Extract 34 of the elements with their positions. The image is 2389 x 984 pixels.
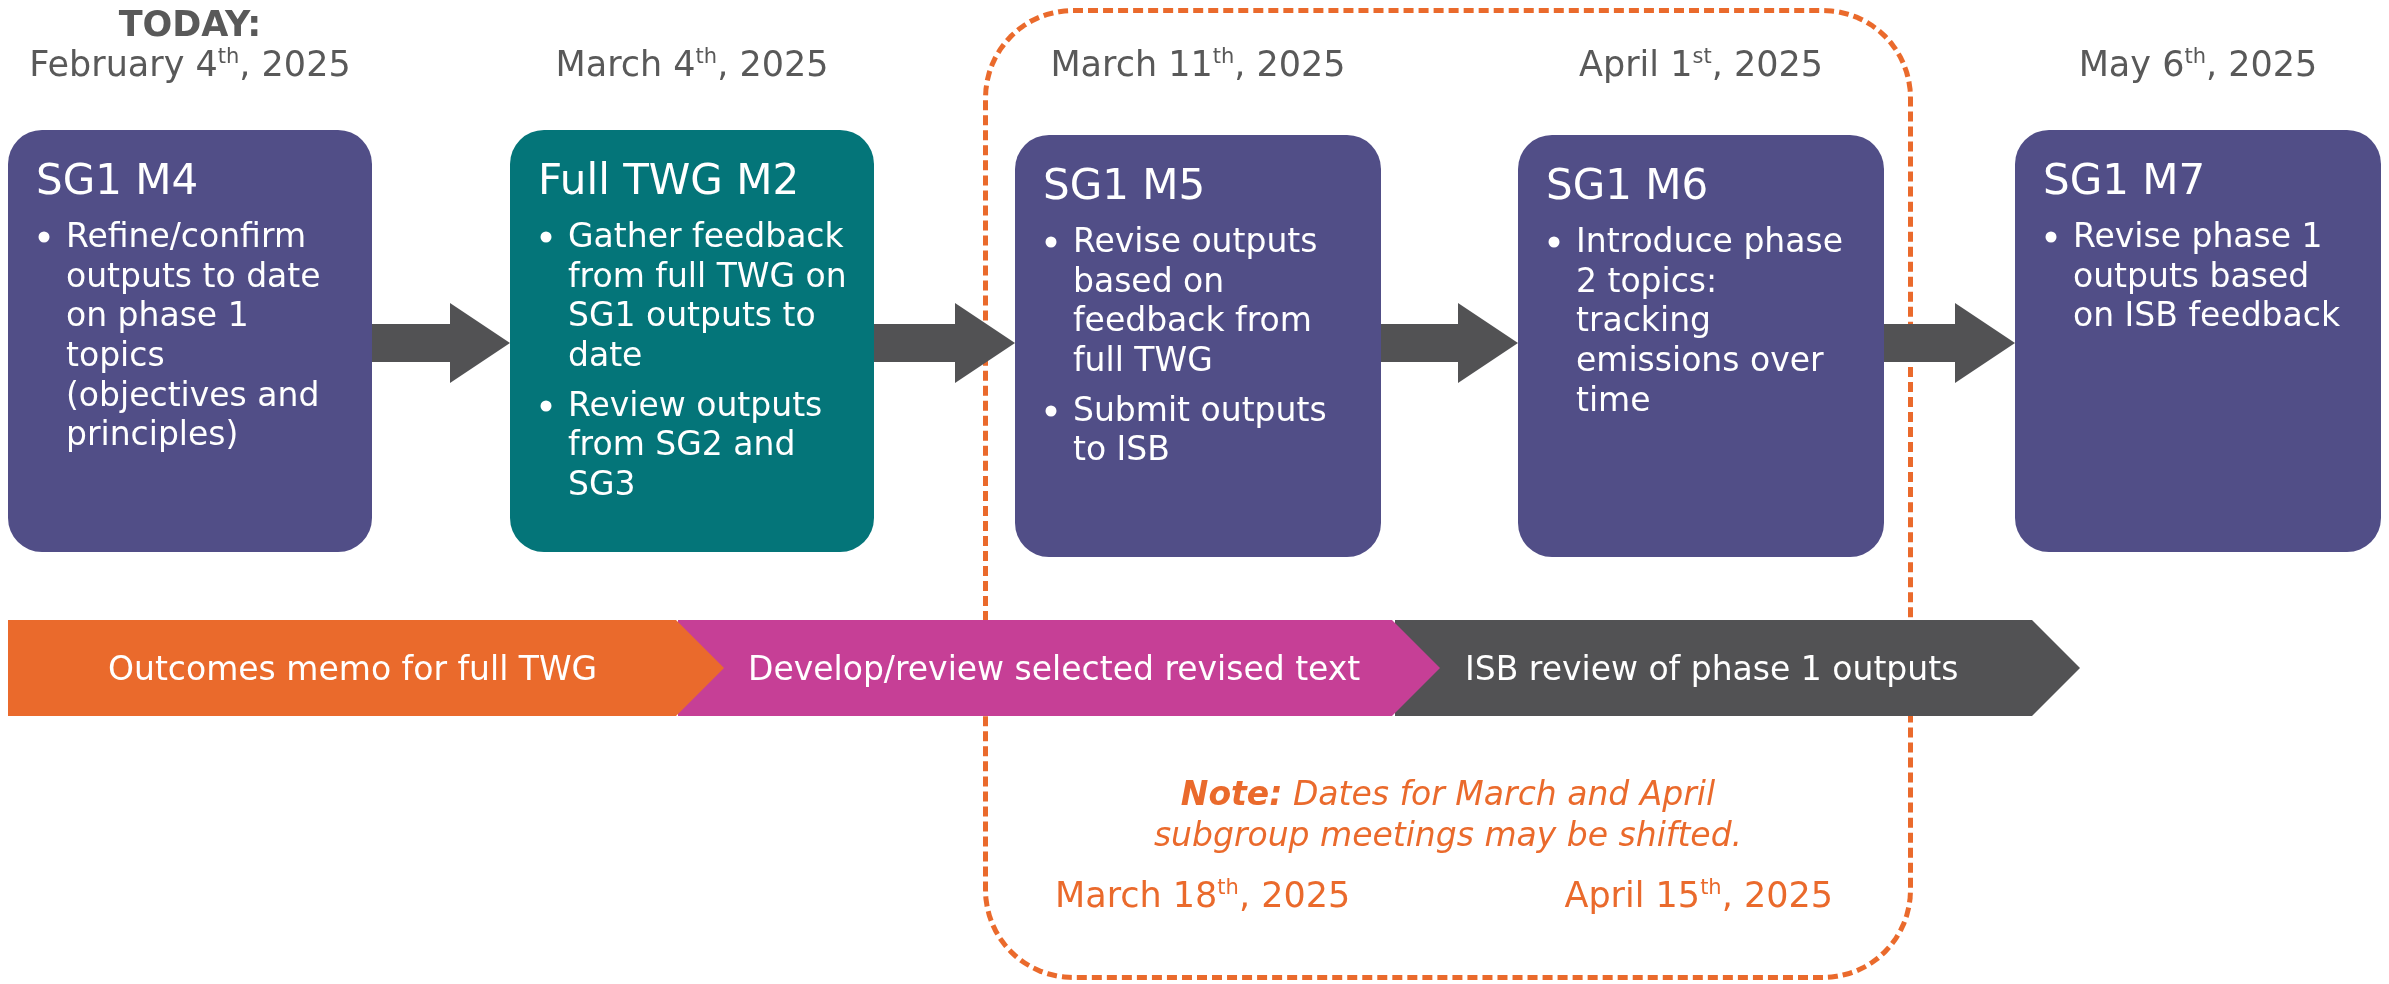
note-text: Note: Dates for March and April subgroup meetings may be shifted.	[1152, 773, 1744, 856]
phase-label: Develop/review selected revised text	[748, 648, 1361, 688]
block-arrow	[1381, 303, 1518, 383]
date-label: May 6$^{th}$, 2025	[2077, 44, 2319, 84]
date-label: April 15$^{th}$, 2025	[1564, 875, 1833, 915]
date-label: March 11$^{th}$, 2025	[1049, 44, 1347, 84]
block-arrow	[874, 303, 1015, 383]
card-title: SG1 M6	[1546, 161, 1709, 210]
bullet-text: Refine/confirm outputs to date on phase 1 topics (objectives and principles)	[66, 216, 322, 454]
meeting-card	[2015, 130, 2381, 552]
meeting-card	[1015, 135, 1381, 557]
meeting-card	[1518, 135, 1884, 557]
phase-label: ISB review of phase 1 outputs	[1465, 648, 1959, 688]
block-arrow	[1884, 303, 2015, 383]
card-title: SG1 M4	[36, 156, 199, 205]
bullet-text: Gather feedback from full TWG on SG1 outputs to date	[568, 216, 848, 375]
block-arrow	[372, 303, 510, 383]
bullet-text: Review outputs from SG2 and SG3	[568, 384, 824, 504]
date-label: April 1$^{st}$, 2025	[1578, 44, 1824, 84]
meeting-card	[8, 130, 372, 552]
bullet-text: Revise phase 1 outputs based on ISB feedback	[2073, 216, 2341, 336]
today-label: TODAY:	[117, 4, 263, 44]
bullet-text: Submit outputs to ISB	[1073, 389, 1328, 469]
bullet-text: Revise outputs based on feedback from full TWG	[1073, 221, 1319, 380]
date-label: March 4$^{th}$, 2025	[554, 44, 830, 84]
date-label: February 4$^{th}$, 2025	[28, 44, 352, 84]
phase-label: Outcomes memo for full TWG	[108, 648, 598, 688]
card-title: SG1 M5	[1043, 161, 1206, 210]
date-label: March 18$^{th}$, 2025	[1055, 875, 1351, 915]
card-title: Full TWG M2	[538, 156, 800, 205]
timeline-phase-band	[8, 620, 724, 716]
meeting-card	[510, 130, 874, 552]
bullet-text: Introduce phase 2 topics: tracking emissions over time	[1576, 221, 1844, 420]
card-title: SG1 M7	[2043, 156, 2206, 205]
